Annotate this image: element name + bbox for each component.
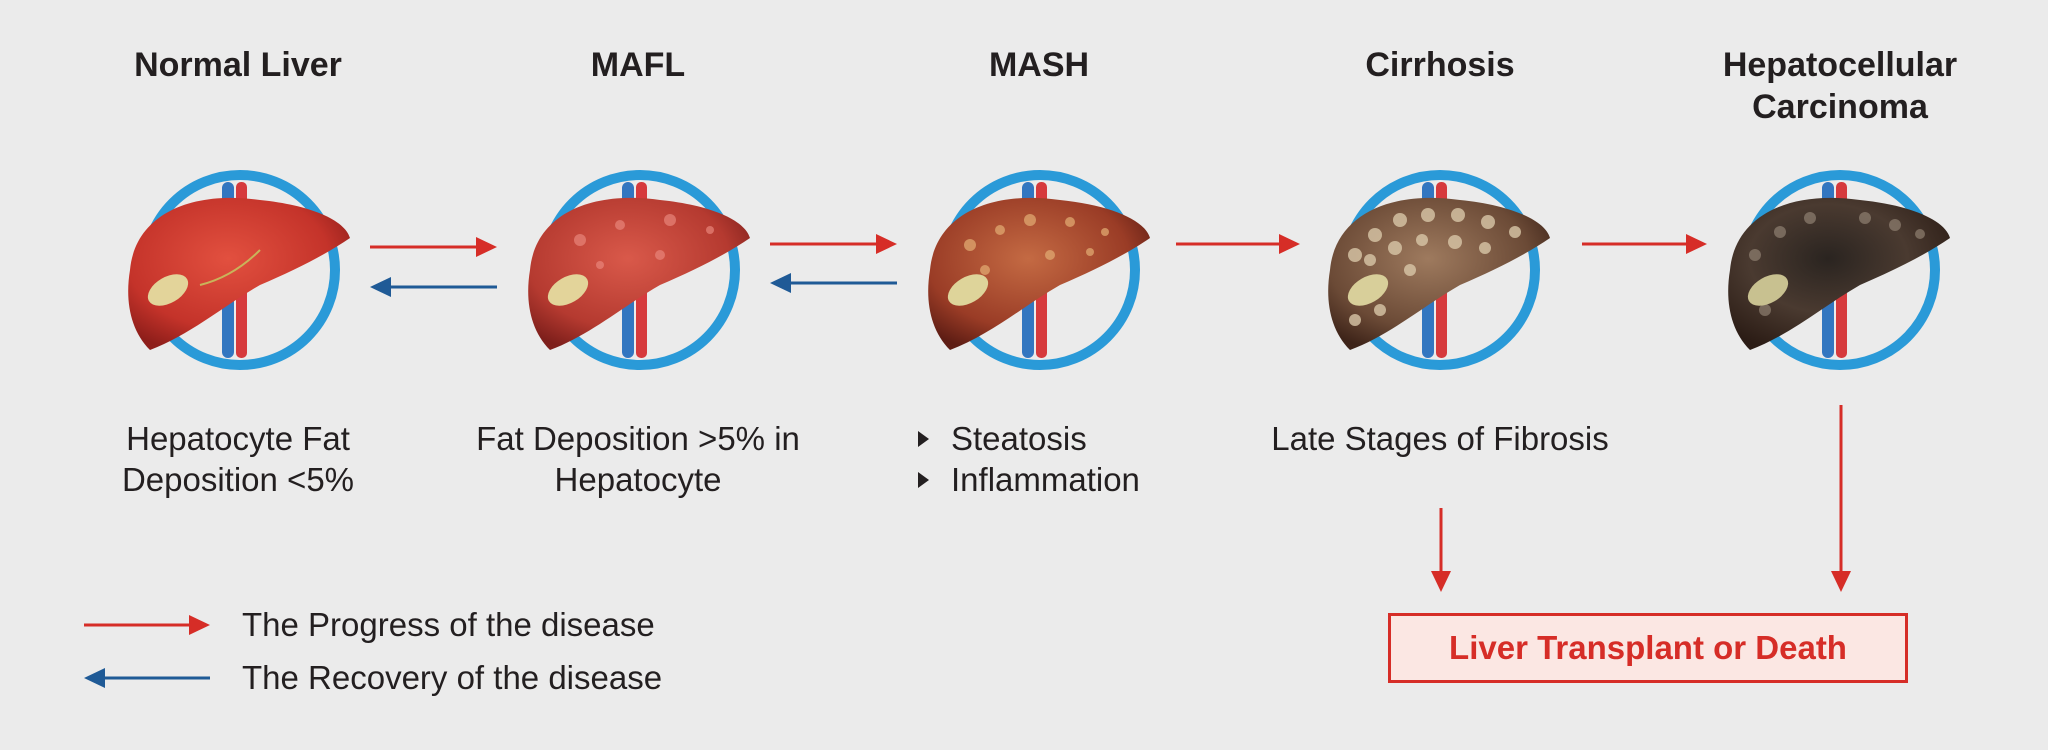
gallbladder-icon: [147, 274, 189, 306]
liver-mash-icon: [928, 170, 1150, 370]
liver-hcc-icon: [1728, 170, 1950, 370]
liver-mafl-icon: [528, 170, 750, 370]
progress-arrow: [1176, 234, 1300, 254]
legend-recovery: The Recovery of the disease: [82, 659, 662, 697]
stage-title-hcc: Hepatocellular Carcinoma: [1722, 46, 1958, 126]
stage-desc-mash: Steatosis Inflammation: [918, 418, 1140, 500]
stage-title-mafl: MAFL: [590, 46, 686, 84]
stage-title-cirrhosis: Cirrhosis: [1365, 46, 1515, 84]
blue-arrow-icon: [84, 668, 210, 688]
legend-recovery-label: The Recovery of the disease: [242, 659, 663, 696]
legend-progress: The Progress of the disease: [82, 606, 655, 644]
outcome-box: Liver Transplant or Death: [1388, 613, 1908, 683]
stage-title-mash: MASH: [988, 46, 1090, 84]
progress-arrow: [370, 237, 497, 257]
red-arrow-icon: [84, 615, 210, 635]
list-item: Inflammation: [918, 459, 1140, 500]
liver-normal-icon: [128, 170, 350, 370]
stage-title-normal-liver: Normal Liver: [134, 46, 342, 84]
progress-arrow-down: [1431, 508, 1451, 592]
triangle-bullet-icon: [918, 471, 929, 488]
recovery-arrow: [770, 273, 897, 293]
progress-arrow: [770, 234, 897, 254]
progress-arrow-down: [1831, 405, 1851, 592]
stage-desc-normal-liver: Hepatocyte Fat Deposition <5%: [121, 420, 355, 498]
list-item: Steatosis: [918, 418, 1140, 459]
progress-arrow: [1582, 234, 1707, 254]
triangle-bullet-icon: [918, 430, 929, 447]
liver-cirrhosis-icon: [1328, 170, 1550, 370]
stage-desc-cirrhosis: Late Stages of Fibrosis: [1271, 420, 1609, 457]
stage-desc-mafl: Fat Deposition >5% in Hepatocyte: [476, 420, 800, 498]
recovery-arrow: [370, 277, 497, 297]
legend-progress-label: The Progress of the disease: [242, 606, 655, 643]
outcome-label: Liver Transplant or Death: [1449, 629, 1847, 666]
